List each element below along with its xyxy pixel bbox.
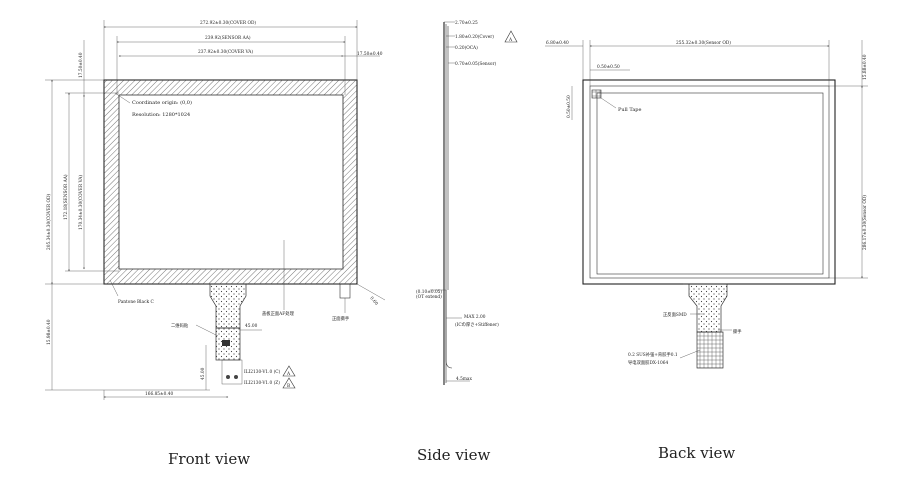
front-view-caption: Front view	[168, 450, 250, 468]
front-rev-a: A	[286, 372, 291, 377]
back-dim-right: 15.88±0.40	[863, 54, 868, 80]
back-dim-left: 6.80±0.40	[546, 41, 569, 46]
front-dim-top-offset: 17.50±0.40	[79, 52, 84, 78]
front-rev-b: B	[287, 384, 290, 389]
back-fpc-tail	[683, 283, 728, 333]
front-resolution: Resolution: 1280*1024	[132, 112, 190, 118]
front-label-ic1: ILI2130-V1.0 (C)	[244, 370, 281, 375]
front-dim-cover-od: 272.92±0.30(COVER OD)	[200, 21, 256, 26]
back-note-2: 导电双面胶DX-1064	[628, 359, 668, 366]
back-sensor-outline	[589, 85, 830, 279]
back-dim-edge-v: 0.50±0.50	[567, 95, 572, 118]
front-fpc-tail	[203, 283, 247, 329]
front-dim-height-aa: 172.18(SENSOR AA)	[64, 174, 69, 220]
back-sensor-inner	[596, 92, 824, 275]
front-label-ic2: ILI2130-V1.0 (Z)	[244, 381, 280, 386]
side-dim-bend: 4.5max	[456, 377, 472, 382]
front-dim-total-height: 15.98±0.40	[47, 319, 52, 345]
front-dim-fpc-offset: 166.85±0.40	[145, 392, 173, 397]
back-dim-height-od: 286.17±0.30(Sensor OD)	[863, 195, 868, 250]
front-dim-fpc-tail: 0.60	[368, 296, 378, 307]
back-pull-tape	[591, 89, 602, 99]
back-view-caption: Back view	[658, 444, 735, 462]
back-view: 6.80±0.40 255.32±0.30(Sensor OD) 0.50±0.…	[545, 40, 868, 462]
side-dim-tiny: (0.10±0.05)	[416, 290, 442, 295]
front-dim-fpc-width: 45.00	[245, 324, 258, 329]
front-view: 272.92±0.30(COVER OD) 239.92(SENSOR AA) …	[45, 20, 386, 468]
side-view-caption: Side view	[417, 446, 490, 464]
front-pantone-label: Pantone Black C	[118, 300, 154, 305]
back-note-1: 0.2 SUS补强+背胶手0.1	[628, 351, 678, 358]
front-qr-sticker	[222, 340, 230, 346]
front-fpc-connector	[215, 327, 241, 361]
front-dim-cover-va: 237.92±0.30(COVER VA)	[198, 50, 253, 55]
side-dim-tiny2: (OT extend)	[416, 295, 442, 300]
side-dim-cover: 1.80±0.20(Cover)	[455, 35, 494, 40]
front-label-pull: 正面撕手	[332, 315, 350, 322]
side-rev-a: A	[508, 38, 513, 43]
side-dim-oca: 0.20(OCA)	[455, 46, 478, 51]
front-dim-height-od: 205.34±0.30(COVER OD)	[47, 194, 52, 250]
side-dim-sensor: 0.70±0.05(Sensor)	[455, 62, 497, 67]
front-viewing-area	[118, 94, 344, 270]
side-fpc-bend	[445, 290, 453, 369]
back-dim-sensor-od: 255.32±0.30(Sensor OD)	[676, 41, 731, 46]
front-dim-height-va: 170.34±0.30(COVER VA)	[79, 175, 84, 230]
front-coordinate-origin: Coordinate origin: (0,0)	[132, 99, 192, 106]
back-fpc-stiffener	[696, 331, 724, 369]
back-pull-tape-label: Pull Tape	[618, 107, 642, 113]
back-label-pull: 撕手	[733, 328, 742, 335]
side-dim-max: MAX 2.00	[464, 315, 486, 320]
front-cover-outline	[103, 79, 358, 285]
side-dim-max-note: (ICの厚さ+Stiffener)	[455, 321, 499, 328]
front-label-qr: 二维码贴	[171, 322, 189, 329]
front-dim-fpc-length: 45.00	[201, 367, 206, 380]
front-dim-sensor-aa: 239.92(SENSOR AA)	[205, 36, 251, 41]
back-label-smd: 正反面SMD	[663, 311, 687, 318]
side-dim-total: 2.70±0.25	[455, 21, 478, 26]
front-surface-label: 盖板正面AF处理	[262, 310, 295, 317]
front-dim-right-offset: 17.50±0.40	[357, 52, 383, 57]
front-pull-tab	[339, 283, 351, 299]
back-dim-edge: 0.50±0.50	[597, 65, 620, 70]
front-black-border	[103, 79, 358, 285]
side-view: 2.70±0.25 1.80±0.20(Cover) A 0.20(OCA) 0…	[416, 21, 518, 464]
